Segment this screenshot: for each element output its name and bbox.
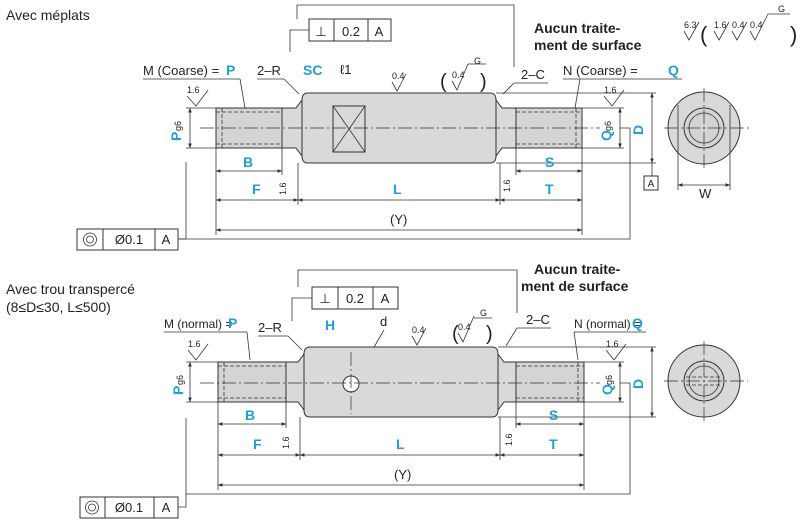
surface-note-2a: Aucun traite- [534, 261, 621, 277]
runout-icon [83, 232, 97, 247]
svg-text:2–C: 2–C [526, 312, 550, 327]
svg-text:H: H [325, 317, 335, 333]
svg-text:G: G [778, 4, 785, 14]
end-view-flats: W [664, 88, 752, 201]
svg-text:⊥: ⊥ [319, 291, 330, 306]
svg-text:0.4: 0.4 [392, 71, 405, 81]
surface-note-1b: ment de surface [534, 37, 642, 53]
svg-text:SC: SC [303, 62, 322, 78]
svg-text:Q: Q [599, 384, 615, 395]
svg-text:P: P [170, 386, 186, 395]
svg-text:g6: g6 [603, 121, 613, 131]
svg-text:Q: Q [632, 315, 643, 331]
m-normal-label: M (normal) = [164, 317, 232, 331]
perpendicularity-frame-1: ⊥ 0.2 A [289, 4, 515, 67]
svg-text:(: ( [700, 22, 708, 47]
svg-text:Q: Q [598, 130, 614, 141]
svg-text:G: G [474, 56, 481, 66]
svg-text:ℓ1: ℓ1 [340, 62, 351, 77]
svg-text:S: S [549, 407, 558, 423]
svg-text:1.6: 1.6 [281, 436, 291, 449]
shaft-through-hole [200, 346, 600, 418]
svg-text:2–R: 2–R [258, 320, 282, 335]
svg-text:2–C: 2–C [521, 67, 545, 82]
svg-text:B: B [243, 154, 253, 170]
svg-text:0.2: 0.2 [346, 291, 364, 306]
svg-text:P: P [168, 132, 184, 141]
svg-text:P: P [226, 62, 235, 78]
svg-text:D: D [630, 125, 646, 135]
svg-text:0.2: 0.2 [342, 24, 360, 39]
svg-text:P: P [228, 315, 237, 331]
svg-text:g6: g6 [175, 375, 185, 385]
perpendicular-icon: ⊥ [315, 24, 326, 39]
svg-text:1.6: 1.6 [502, 179, 512, 192]
surface-note-2b: ment de surface [521, 278, 629, 294]
svg-text:Ø0.1: Ø0.1 [115, 500, 143, 515]
svg-text:B: B [245, 407, 255, 423]
svg-text:): ) [790, 22, 797, 47]
svg-text:L: L [393, 181, 402, 197]
svg-text:6.3: 6.3 [684, 20, 697, 30]
svg-text:1.6: 1.6 [188, 339, 201, 349]
svg-text:1.6: 1.6 [604, 85, 617, 95]
end-view-hole [664, 341, 748, 421]
svg-text:): ) [480, 71, 487, 93]
svg-text:g6: g6 [604, 375, 614, 385]
svg-text:A: A [162, 232, 171, 247]
section2-title: Avec trou transpercé [6, 281, 135, 297]
svg-text:): ) [486, 323, 493, 345]
svg-text:A: A [375, 24, 384, 39]
svg-text:W: W [699, 186, 712, 201]
svg-text:1.6: 1.6 [278, 182, 288, 195]
svg-text:g6: g6 [173, 121, 183, 131]
svg-text:2–R: 2–R [257, 63, 281, 78]
svg-text:0.4: 0.4 [750, 20, 763, 30]
shaft-flats [200, 92, 600, 164]
n-normal-label: N (normal) = [574, 317, 641, 331]
n-coarse-label: N (Coarse) = [563, 63, 638, 78]
runout-frame-2: Ø0.1 A [79, 382, 631, 519]
svg-text:(: ( [440, 71, 447, 93]
svg-text:D: D [630, 379, 646, 389]
svg-text:1.6: 1.6 [187, 85, 200, 95]
runout-frame-1: Ø0.1 A [76, 127, 631, 251]
svg-text:T: T [549, 436, 558, 452]
svg-text:1.6: 1.6 [606, 339, 619, 349]
datum-a-box: A [648, 179, 655, 190]
svg-text:0.4: 0.4 [458, 322, 471, 332]
svg-text:1.6: 1.6 [714, 20, 727, 30]
perpendicularity-frame-2: ⊥ 0.2 A [291, 269, 518, 321]
svg-text:d: d [380, 314, 387, 329]
svg-text:F: F [252, 181, 261, 197]
svg-text:0.4: 0.4 [452, 70, 465, 80]
svg-text:(Y): (Y) [390, 212, 407, 227]
svg-text:(Y): (Y) [394, 467, 411, 482]
svg-text:G: G [480, 308, 487, 318]
section1-title: Avec méplats [6, 7, 90, 23]
section2-subtitle: (8≤D≤30, L≤500) [6, 299, 111, 315]
svg-text:A: A [162, 500, 171, 515]
surface-note-1a: Aucun traite- [534, 20, 621, 36]
roughness-legend: 6.3 ( 1.6 0.4 0.4 G ) [683, 4, 797, 47]
svg-text:Q: Q [668, 62, 679, 78]
svg-text:Ø0.1: Ø0.1 [115, 232, 143, 247]
svg-text:0.4: 0.4 [732, 20, 745, 30]
svg-text:T: T [545, 181, 554, 197]
svg-text:1.6: 1.6 [504, 433, 514, 446]
m-coarse-label: M (Coarse) = [143, 63, 219, 78]
svg-text:(: ( [452, 323, 459, 345]
svg-text:F: F [253, 436, 262, 452]
svg-text:A: A [381, 291, 390, 306]
svg-text:S: S [545, 154, 554, 170]
svg-text:0.4: 0.4 [412, 325, 425, 335]
svg-text:L: L [396, 436, 405, 452]
